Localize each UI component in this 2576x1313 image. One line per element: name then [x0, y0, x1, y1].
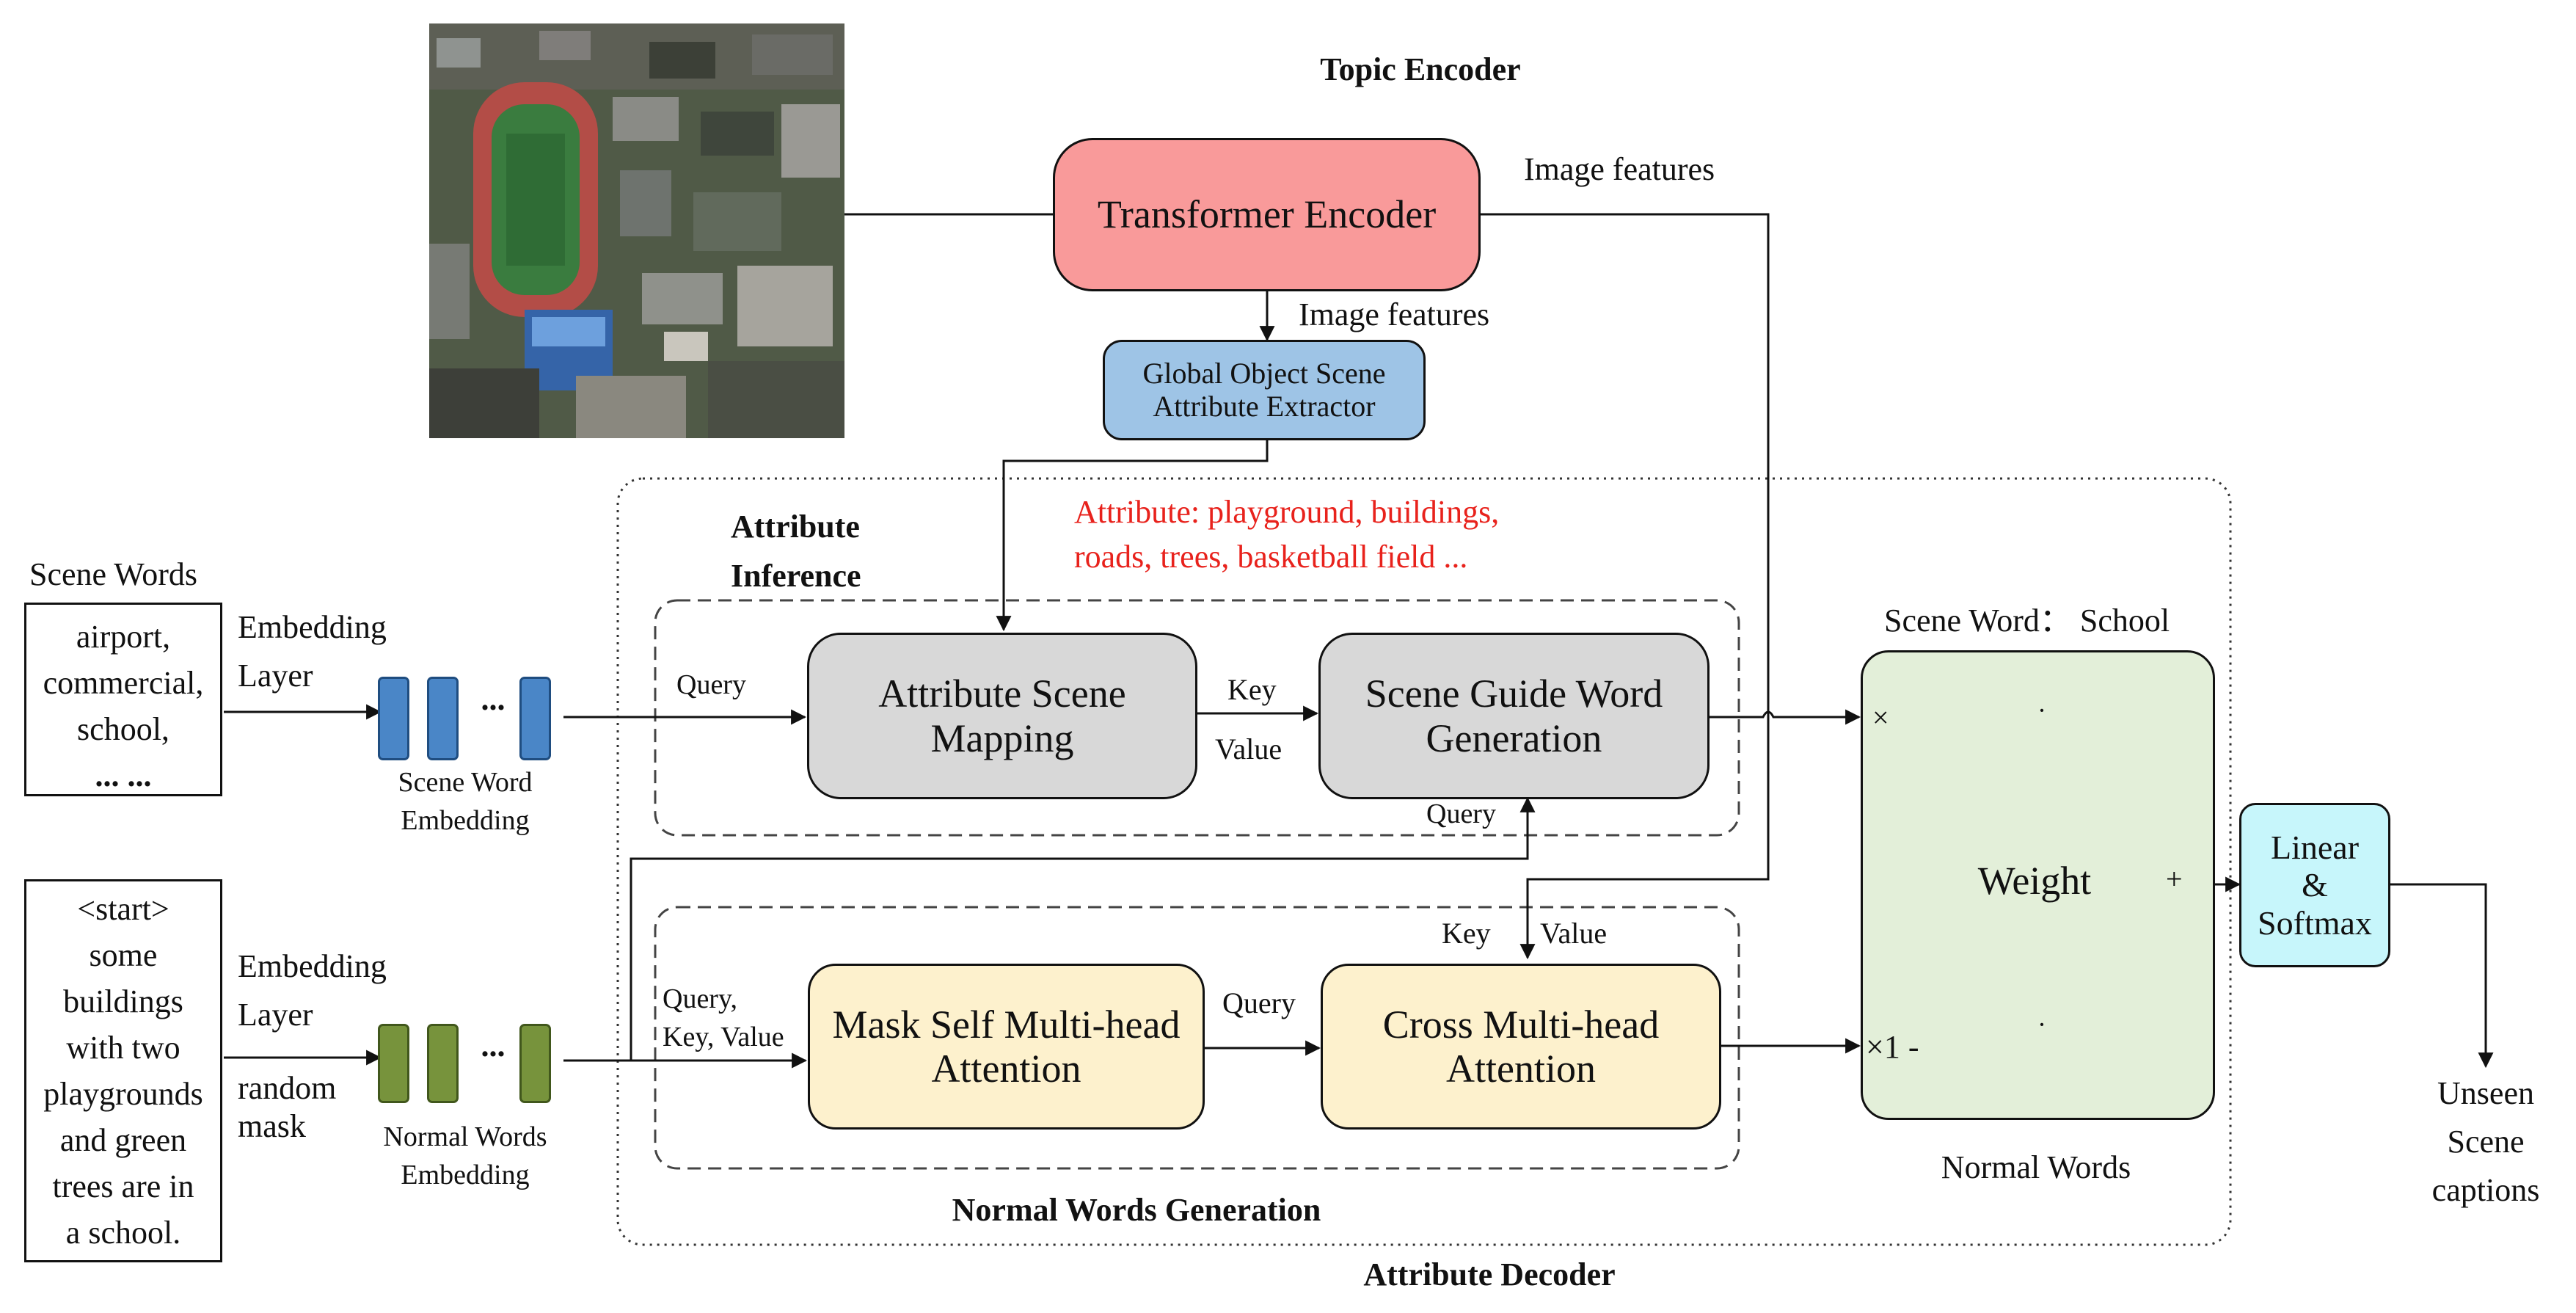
normal-embedding-bar [427, 1024, 459, 1103]
scene-words-box: airport, commercial, school, ... ... [24, 603, 222, 796]
global-object-scene-attribute-extractor: Global Object Scene Attribute Extractor [1103, 340, 1426, 440]
extractor-line1: Global Object Scene [1142, 356, 1386, 390]
normal-words-embedding-caption-line1: Normal Words [383, 1121, 547, 1152]
times-symbol: × [1872, 701, 1889, 734]
attribute-text-line1: Attribute: playground, buildings, [1074, 494, 1500, 530]
normal-word: buildings [63, 983, 183, 1019]
normal-words-frame [654, 906, 1740, 1170]
plus-symbol: + [2166, 862, 2183, 895]
normal-embedding-layer-label-line2: Layer [238, 997, 313, 1033]
cross-key-label: Key [1442, 917, 1491, 950]
cross-multihead-attention-block: Cross Multi-head Attention [1321, 964, 1721, 1130]
normal-embedding-dots: ... [481, 1028, 506, 1063]
random-mask-label-line2: mask [238, 1108, 306, 1144]
attribute-decoder-title: Attribute Decoder [1363, 1256, 1616, 1292]
guide-line2: Generation [1426, 716, 1602, 760]
mapping-key-label: Key [1227, 673, 1277, 706]
attribute-inference-title-line2: Inference [731, 558, 861, 594]
cross-query-label: Query [1222, 986, 1296, 1019]
scene-words-header: Scene Words [29, 556, 198, 592]
normal-embedding-bar [378, 1024, 409, 1103]
image-features-label-down: Image features [1299, 297, 1490, 332]
satellite-image [429, 23, 844, 438]
unseen-captions-line2: Scene [2447, 1124, 2525, 1160]
unseen-captions-line3: captions [2431, 1172, 2540, 1208]
scene-embedding-bar [378, 677, 409, 760]
linear-line2: & [2302, 866, 2328, 904]
cross-attn-line2: Attention [1446, 1047, 1596, 1091]
attribute-text-line2: roads, trees, basketball field ... [1074, 539, 1468, 575]
normal-word: playgrounds [43, 1076, 203, 1112]
scene-embedding-layer-label-line1: Embedding [238, 609, 387, 645]
scene-embedding-bar [427, 677, 459, 760]
mask-attn-line2: Attention [931, 1047, 1081, 1091]
mapping-line2: Mapping [930, 716, 1074, 760]
normal-word: with two [66, 1030, 180, 1066]
normal-embedding-bar [519, 1024, 551, 1103]
normal-words-box: <start> some buildings with two playgrou… [24, 879, 222, 1262]
topic-encoder-title: Topic Encoder [1320, 51, 1521, 87]
normal-words-generation-title: Normal Words Generation [952, 1192, 1321, 1228]
linear-line1: Linear [2270, 828, 2360, 866]
attribute-inference-title-line1: Attribute [731, 509, 860, 545]
qkv-label-line1: Query, [663, 983, 737, 1014]
attribute-decoder-frame [616, 477, 2232, 1246]
scene-word-embedding-caption-line2: Embedding [401, 805, 530, 836]
scene-word: airport, [76, 619, 171, 655]
weight-panel [1861, 650, 2215, 1120]
normal-embedding-layer-label-line1: Embedding [238, 948, 387, 984]
mapping-line1: Attribute Scene [878, 672, 1126, 716]
normal-word: trees are in [52, 1168, 194, 1204]
scene-embedding-bar [519, 677, 551, 760]
qkv-label-line2: Key, Value [663, 1022, 784, 1052]
normal-words-label: Normal Words [1941, 1149, 2131, 1185]
scene-word: school, [77, 711, 169, 747]
mask-attn-line1: Mask Self Multi-head [832, 1002, 1181, 1047]
scene-word-ellipsis: ... ... [95, 757, 152, 793]
image-features-label-right: Image features [1524, 151, 1715, 187]
scene-word-school-label: Scene Word： School [1884, 603, 2170, 639]
mapping-query-label: Query [676, 669, 746, 700]
one-minus-symbol: ×1 - [1866, 1029, 1919, 1065]
guide-query-label: Query [1426, 799, 1496, 829]
normal-word: some [89, 937, 158, 973]
linear-line3: Softmax [2258, 903, 2372, 942]
random-mask-label-line1: random [238, 1070, 337, 1106]
mask-self-multihead-attention-block: Mask Self Multi-head Attention [808, 964, 1205, 1130]
normal-word: <start> [77, 891, 169, 927]
transformer-encoder-block: Transformer Encoder [1053, 138, 1481, 291]
normal-word: and green [59, 1122, 187, 1158]
scene-guide-word-generation-block: Scene Guide Word Generation [1318, 633, 1710, 799]
attribute-scene-mapping-block: Attribute Scene Mapping [807, 633, 1197, 799]
extractor-line2: Attribute Extractor [1153, 389, 1376, 423]
linear-softmax-block: Linear & Softmax [2239, 803, 2390, 967]
scene-embedding-layer-label-line2: Layer [238, 658, 313, 694]
cross-attn-line1: Cross Multi-head [1382, 1002, 1660, 1047]
mapping-value-label: Value [1215, 732, 1282, 765]
normal-pill-separator: · [2037, 1010, 2046, 1039]
scene-embedding-dots: ... [481, 681, 506, 717]
cross-value-label: Value [1540, 917, 1608, 950]
weight-label: Weight [1977, 859, 2092, 903]
normal-word: a school. [65, 1215, 181, 1251]
unseen-captions-line1: Unseen [2437, 1075, 2534, 1111]
scene-word: commercial, [43, 665, 204, 701]
scene-pill-separator: · [2037, 696, 2046, 725]
scene-word-embedding-caption-line1: Scene Word [398, 767, 533, 798]
normal-words-embedding-caption-line2: Embedding [401, 1160, 530, 1190]
satellite-image-art [429, 23, 844, 438]
guide-line1: Scene Guide Word [1365, 672, 1663, 716]
